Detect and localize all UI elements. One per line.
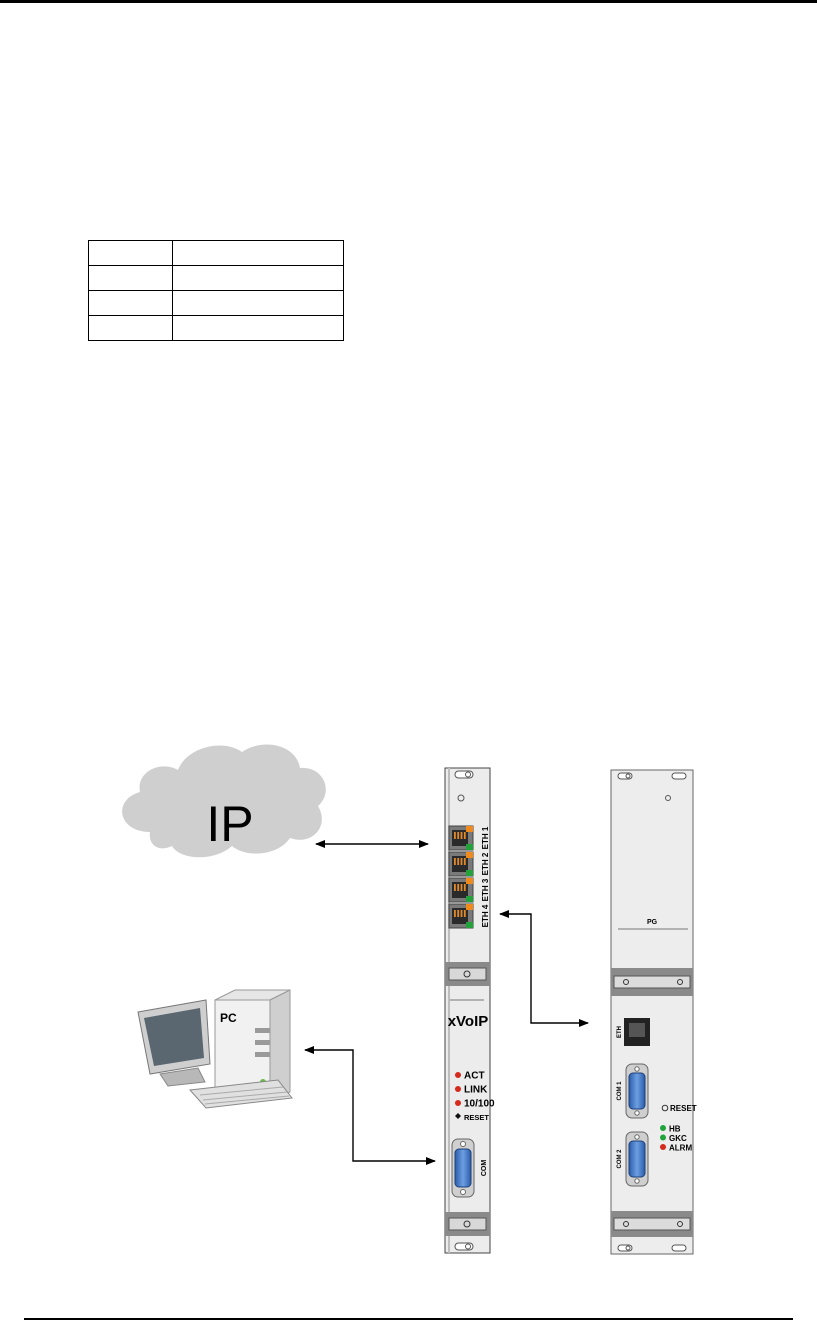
header-rule: [0, 0, 817, 3]
footer-rule: [24, 1318, 793, 1320]
eth-port-3: [448, 877, 474, 903]
table-row: [88, 315, 344, 341]
eth-port-4: [448, 903, 474, 929]
status-led-indicator: [660, 1144, 666, 1150]
pg-card: PG ETH COM 1 COM 2: [610, 769, 697, 1255]
eth-port-label: ETH 3: [481, 878, 490, 901]
status-led-indicator: [660, 1134, 666, 1141]
led-label: GKC: [669, 1134, 687, 1143]
eth-port-label: ETH 2: [481, 852, 490, 875]
eth-port-label: ETH 1: [481, 826, 490, 849]
status-led-indicator: [455, 1086, 461, 1092]
ip-cloud-icon: IP: [122, 744, 326, 858]
table-cell: [172, 265, 344, 291]
card2-reset-button[interactable]: [661, 1104, 669, 1112]
card2-eth-label: ETH: [617, 1026, 623, 1038]
led-label: 10/100: [464, 1099, 495, 1110]
table-cell: [88, 315, 173, 341]
table-row: [88, 265, 344, 291]
card-to-pg-arrow: [499, 910, 589, 1027]
card2-com1-port: [625, 1063, 649, 1119]
card1-reset-button[interactable]: [455, 1113, 461, 1119]
card1-brand: xVoIP: [448, 1013, 489, 1030]
eth-port-1: [448, 825, 474, 851]
table-cell: [172, 315, 344, 341]
card2-com2-port: [625, 1131, 649, 1187]
pc-computer-icon: PC: [137, 989, 293, 1109]
card2-com1-label: COM 1: [617, 1081, 623, 1101]
cloud-label: IP: [206, 796, 253, 852]
led-label: ACT: [464, 1071, 485, 1082]
led-label: HB: [669, 1125, 681, 1134]
card2-com2-label: COM 2: [617, 1149, 623, 1169]
card2-title: PG: [647, 919, 658, 926]
status-led-indicator: [455, 1072, 461, 1078]
status-led-indicator: [455, 1100, 461, 1106]
pc-to-card-arrow: [304, 1046, 436, 1165]
led-label: LINK: [464, 1085, 488, 1096]
eth-port-label: ETH 4: [481, 904, 490, 927]
eth-port-2: [448, 851, 474, 877]
card2-reset-label: RESET: [670, 1104, 697, 1113]
xvoip-card: ETH 1 ETH 2 ETH 3 ETH 4 xVoIP ACT LINK 10/100…: [444, 767, 495, 1254]
status-led-indicator: [660, 1125, 666, 1131]
card1-serial-port: [451, 1138, 475, 1198]
pc-label: PC: [220, 1011, 237, 1025]
card1-reset-label: RESET: [464, 1113, 489, 1122]
card1-serial-label: COM: [481, 1160, 488, 1177]
blank-table: [88, 240, 344, 341]
led-label: ALRM: [669, 1144, 692, 1153]
